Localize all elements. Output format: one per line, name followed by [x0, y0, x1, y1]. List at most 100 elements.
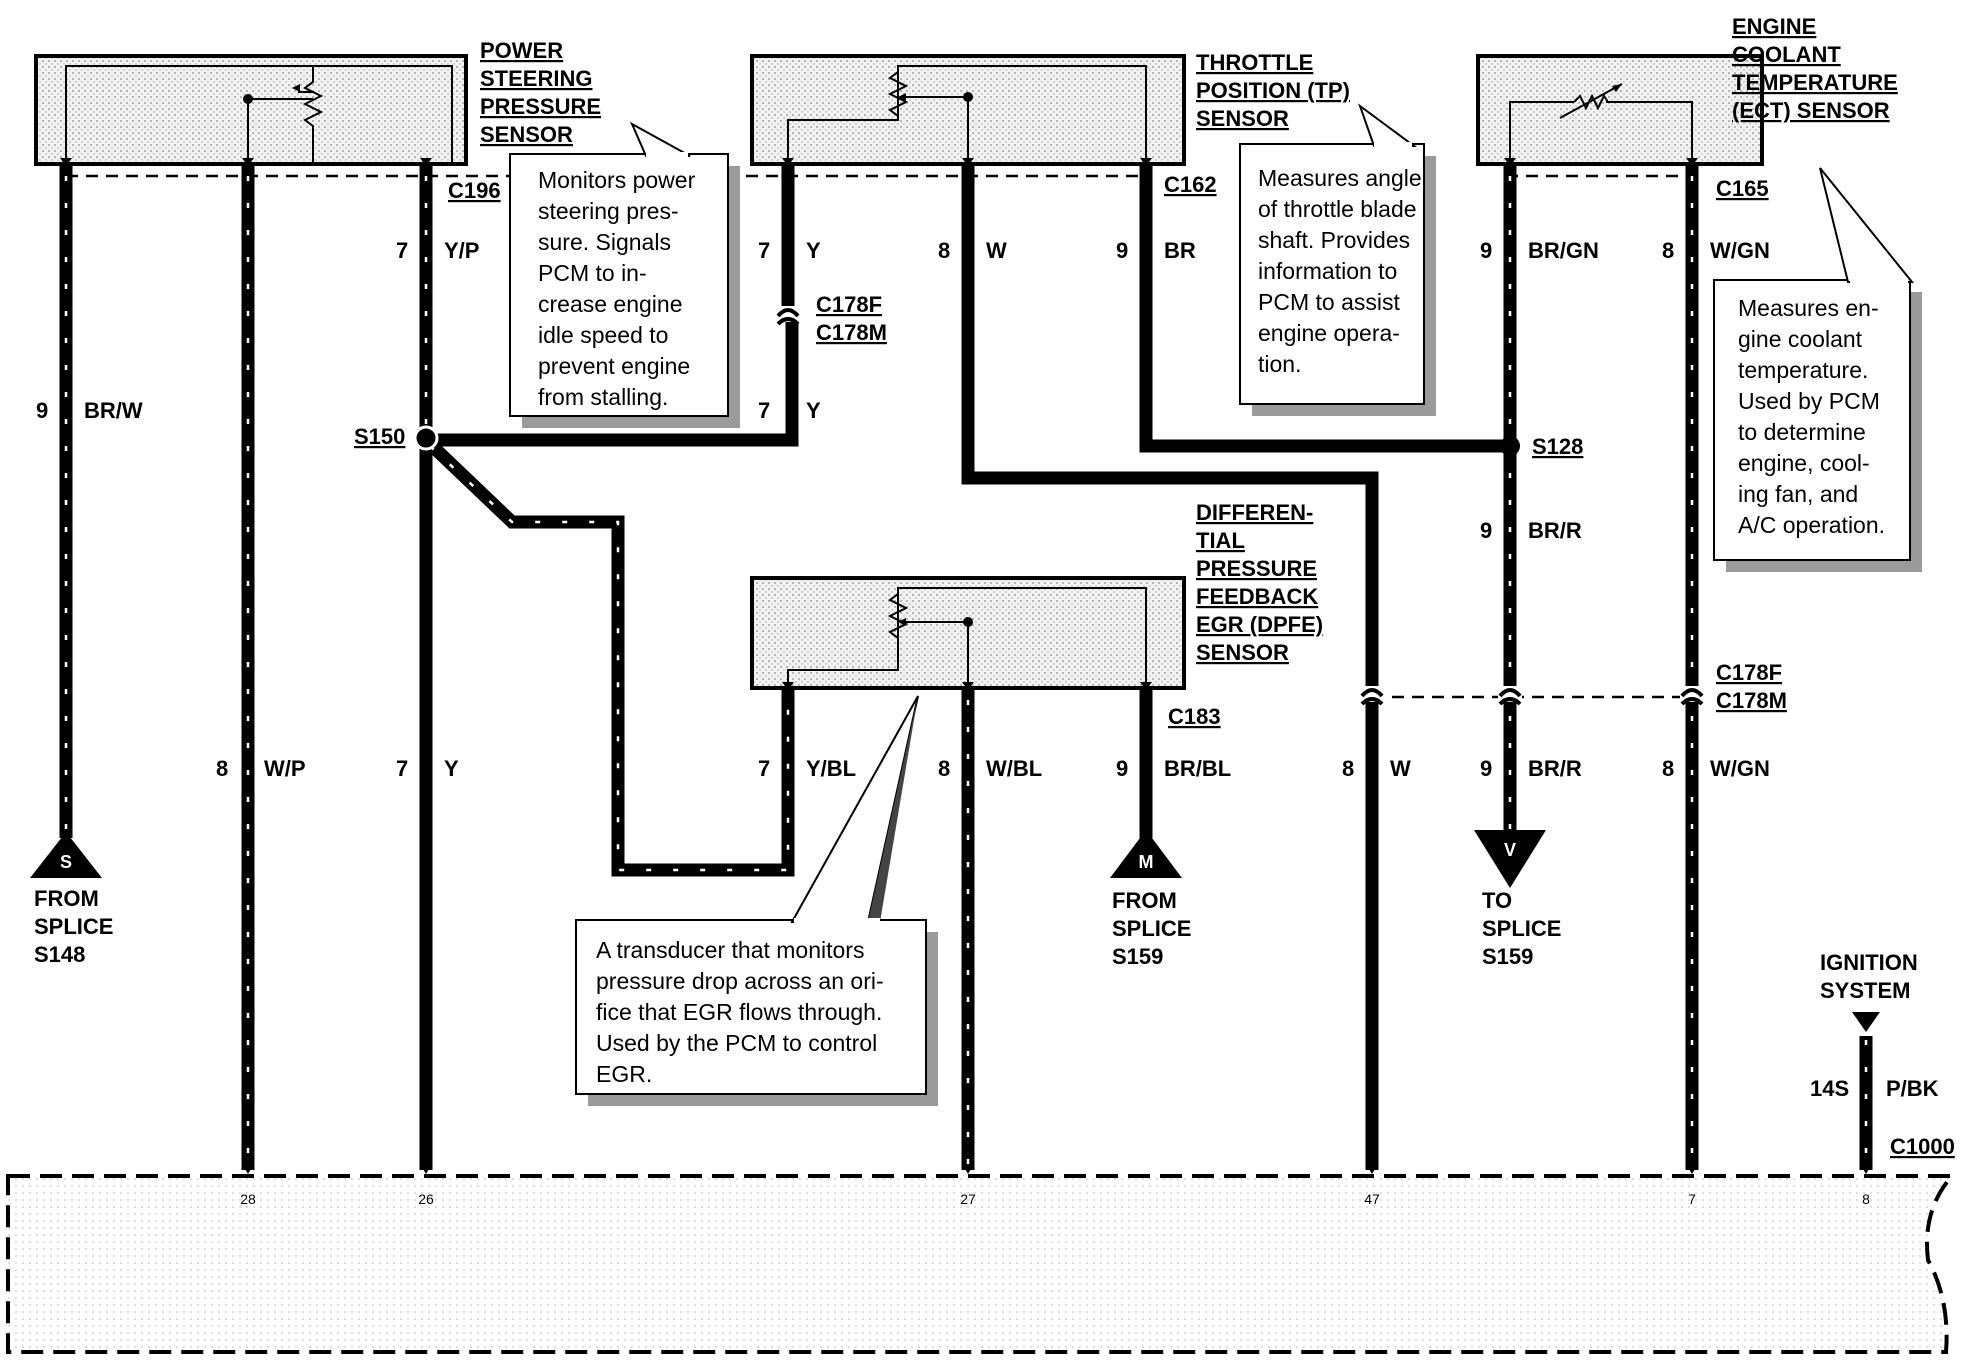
svg-text:(ECT) SENSOR: (ECT) SENSOR: [1732, 98, 1890, 123]
svg-text:ENGINE: ENGINE: [1732, 14, 1816, 39]
splice-s150: S150: [354, 424, 405, 449]
svg-text:EGR.: EGR.: [596, 1061, 652, 1087]
callout-power-steering: Monitors power steering pres- sure. Sign…: [509, 121, 740, 428]
wires: [59, 166, 1873, 1170]
wire-color: W: [986, 238, 1007, 263]
wire-circuit: 8: [1662, 238, 1674, 263]
svg-text:Used by PCM: Used by PCM: [1738, 388, 1880, 414]
svg-text:from stalling.: from stalling.: [538, 384, 668, 410]
wire-circuit: 8: [216, 756, 228, 781]
connector-c178f-top: C178F: [816, 292, 882, 317]
svg-text:STEERING: STEERING: [480, 66, 592, 91]
svg-text:engine, cool-: engine, cool-: [1738, 450, 1870, 476]
ignition-line1: IGNITION: [1820, 950, 1918, 975]
svg-text:Measures angle: Measures angle: [1258, 165, 1422, 191]
wire-circuit: 7: [758, 756, 770, 781]
svg-text:ing fan, and: ing fan, and: [1738, 481, 1858, 507]
wire-color: P/BK: [1886, 1076, 1939, 1101]
svg-text:sure. Signals: sure. Signals: [538, 229, 671, 255]
connector-c1000: C1000: [1890, 1134, 1955, 1159]
svg-text:idle speed to: idle speed to: [538, 322, 668, 348]
svg-text:SENSOR: SENSOR: [1196, 106, 1289, 131]
pcm-pin-27: 27: [960, 1191, 976, 1207]
svg-text:of throttle blade: of throttle blade: [1258, 196, 1417, 222]
wire-color: BR/R: [1528, 756, 1582, 781]
svg-text:gine coolant: gine coolant: [1738, 326, 1863, 352]
svg-text:SENSOR: SENSOR: [480, 122, 573, 147]
svg-text:pressure drop across an ori-: pressure drop across an ori-: [596, 968, 884, 994]
throttle-position-sensor: [750, 54, 1186, 166]
wire-color: Y/BL: [806, 756, 856, 781]
svg-text:EGR (DPFE): EGR (DPFE): [1196, 612, 1323, 637]
terminal-s: S FROM SPLICE S148: [30, 832, 113, 967]
svg-text:temperature.: temperature.: [1738, 357, 1868, 383]
svg-text:PRESSURE: PRESSURE: [1196, 556, 1317, 581]
wire-circuit: 7: [396, 756, 408, 781]
splice-s150-dot: [413, 425, 439, 451]
svg-text:tion.: tion.: [1258, 351, 1301, 377]
connector-c178-right-breaks: [1360, 686, 1704, 706]
terminal-v-line1: TO: [1482, 888, 1512, 913]
wire-circuit: 7: [396, 238, 408, 263]
wire-circuit: 8: [938, 756, 950, 781]
pcm-pin-7: 7: [1688, 1191, 1696, 1207]
svg-text:steering pres-: steering pres-: [538, 198, 679, 224]
callout-throttle-position: Measures angle of throttle blade shaft. …: [1239, 103, 1436, 416]
svg-text:PCM to in-: PCM to in-: [538, 260, 647, 286]
svg-text:Measures en-: Measures en-: [1738, 295, 1879, 321]
wire-color: W/BL: [986, 756, 1042, 781]
wire-circuit: 9: [1480, 756, 1492, 781]
svg-text:PRESSURE: PRESSURE: [480, 94, 601, 119]
connector-c165: C165: [1716, 176, 1769, 201]
callout-dpfe: A transducer that monitors pressure drop…: [575, 695, 938, 1106]
svg-text:TEMPERATURE: TEMPERATURE: [1732, 70, 1898, 95]
terminal-m-line1: FROM: [1112, 888, 1177, 913]
label-dpfe-sensor: DIFFEREN- TIAL PRESSURE FEEDBACK EGR (DP…: [1196, 500, 1323, 665]
connector-c162: C162: [1164, 172, 1217, 197]
wire-circuit: 8: [938, 238, 950, 263]
engine-coolant-temperature-sensor: [1476, 54, 1764, 166]
connector-c178f-right: C178F: [1716, 660, 1782, 685]
svg-text:Monitors power: Monitors power: [538, 167, 696, 193]
callout-ect: Measures en- gine coolant temperature. U…: [1713, 167, 1922, 572]
wire-color: BR/BL: [1164, 756, 1231, 781]
wire-color: Y: [806, 398, 821, 423]
svg-text:A transducer that monitors: A transducer that monitors: [596, 937, 864, 963]
svg-text:shaft. Provides: shaft. Provides: [1258, 227, 1410, 253]
terminal-s-line2: SPLICE: [34, 914, 113, 939]
wire-color: W/GN: [1710, 756, 1770, 781]
pcm-pin-8: 8: [1862, 1191, 1870, 1207]
wire-circuit: 7: [758, 398, 770, 423]
connector-c183: C183: [1168, 704, 1221, 729]
svg-text:crease engine: crease engine: [538, 291, 683, 317]
label-ps-sensor: POWER STEERING PRESSURE SENSOR: [480, 38, 601, 147]
connector-c178-top-break: [776, 306, 800, 326]
wire-circuit: 9: [36, 398, 48, 423]
power-steering-pressure-sensor: [34, 54, 468, 166]
svg-text:S: S: [60, 852, 72, 872]
wire-color: BR: [1164, 238, 1196, 263]
svg-text:TIAL: TIAL: [1196, 528, 1245, 553]
wire-color: W/GN: [1710, 238, 1770, 263]
wire-color: W: [1390, 756, 1411, 781]
ignition-line2: SYSTEM: [1820, 978, 1910, 1003]
svg-text:fice that EGR flows through.: fice that EGR flows through.: [596, 999, 882, 1025]
svg-text:information to: information to: [1258, 258, 1397, 284]
svg-text:THROTTLE: THROTTLE: [1196, 50, 1313, 75]
svg-text:POWER: POWER: [480, 38, 563, 63]
svg-text:FEEDBACK: FEEDBACK: [1196, 584, 1318, 609]
wire-circuit: 7: [758, 238, 770, 263]
terminal-v: V TO SPLICE S159: [1474, 830, 1561, 969]
splice-s128: S128: [1532, 434, 1583, 459]
dpfe-sensor: [750, 576, 1186, 690]
pcm-pin-47: 47: [1364, 1191, 1380, 1207]
connector-c178m-top: C178M: [816, 320, 887, 345]
svg-text:A/C operation.: A/C operation.: [1738, 512, 1885, 538]
label-tp-sensor: THROTTLE POSITION (TP) SENSOR: [1196, 50, 1350, 131]
wire-circuit: 9: [1480, 518, 1492, 543]
wire-color: BR/W: [84, 398, 143, 423]
svg-text:engine opera-: engine opera-: [1258, 320, 1400, 346]
wire-circuit: 14S: [1810, 1076, 1849, 1101]
